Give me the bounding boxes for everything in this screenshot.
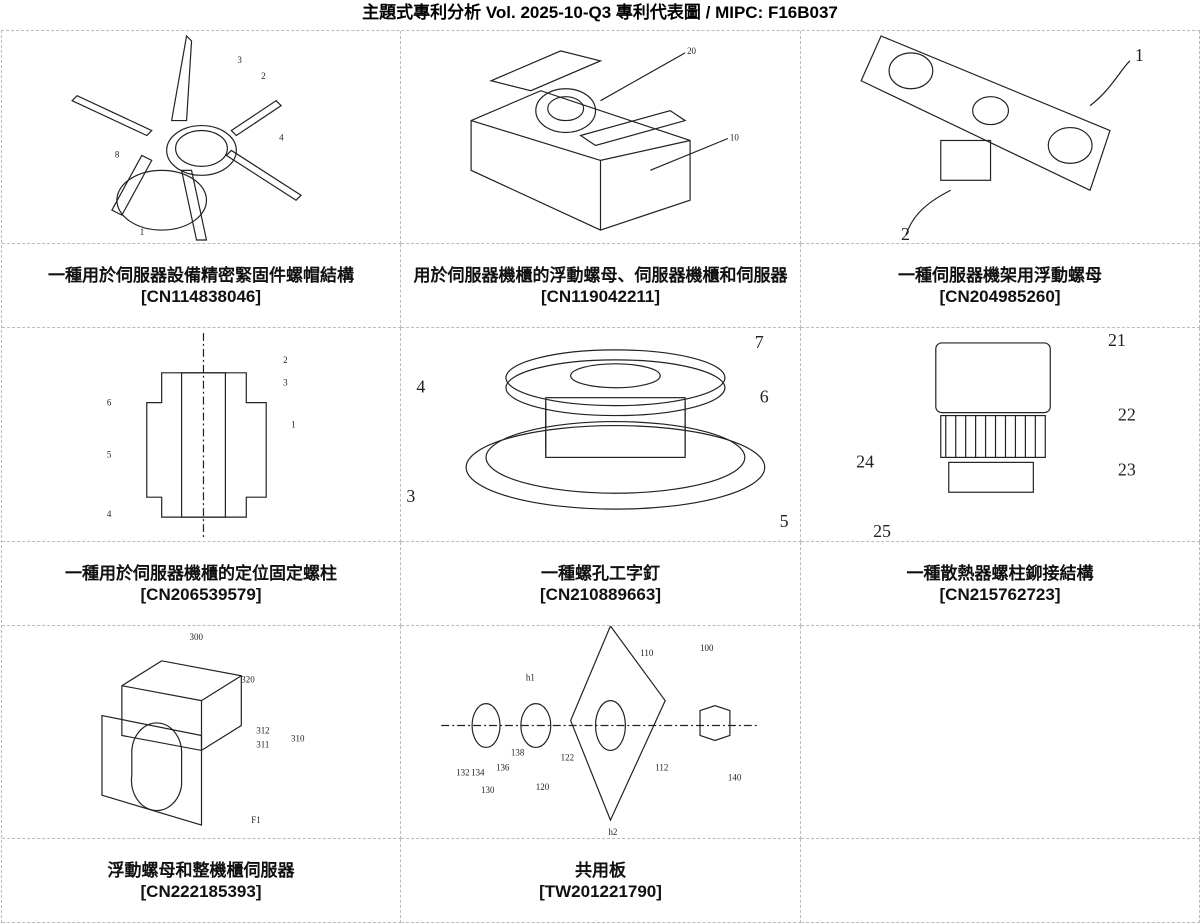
figure-callout: F1 bbox=[251, 815, 260, 825]
figure-callout: 100 bbox=[700, 643, 714, 653]
figure-callout: 110 bbox=[640, 648, 654, 658]
figure-callout: 136 bbox=[496, 762, 510, 772]
patent-title: 共用板 bbox=[575, 860, 626, 880]
patent-caption-3: 一種伺服器機架用浮動螺母[CN204985260] bbox=[801, 244, 1200, 328]
figure-callout: 4 bbox=[107, 509, 112, 519]
figure-callout: 300 bbox=[190, 632, 204, 642]
page-title: 主題式專利分析 Vol. 2025-10-Q3 專利代表圖 / MIPC: F1… bbox=[362, 3, 838, 22]
patent-figure-6: 21 22 24 23 25 bbox=[801, 328, 1200, 542]
patent-caption-1: 一種用於伺服器設備精密緊固件螺帽結構[CN114838046] bbox=[2, 244, 401, 328]
figure-callout: 23 bbox=[1118, 459, 1136, 479]
figure-callout: 140 bbox=[728, 772, 742, 782]
figure-callout: 1 bbox=[140, 227, 144, 237]
figure-callout: 132 bbox=[456, 767, 469, 777]
patent-title: 浮動螺母和整機櫃伺服器 bbox=[107, 860, 295, 880]
figure-callout: 5 bbox=[780, 511, 789, 531]
figure-callout: 311 bbox=[256, 739, 269, 749]
figure-callout: 3 bbox=[406, 486, 415, 506]
figure-callout: 120 bbox=[536, 782, 550, 792]
empty-cell bbox=[801, 839, 1200, 923]
figure-callout: h2 bbox=[608, 827, 617, 837]
patent-caption-7: 浮動螺母和整機櫃伺服器[CN222185393] bbox=[2, 839, 401, 923]
figure-callout: 20 bbox=[687, 46, 696, 56]
patent-caption-2: 用於伺服器機櫃的浮動螺母、伺服器機櫃和伺服器[CN119042211] bbox=[401, 244, 801, 328]
figure-callout: 7 bbox=[755, 332, 764, 352]
figure-callout: 134 bbox=[471, 767, 485, 777]
figure-callout: 10 bbox=[730, 132, 739, 142]
figure-callout: 5 bbox=[107, 449, 112, 459]
patent-caption-6: 一種散熱器螺柱鉚接結構[CN215762723] bbox=[801, 542, 1200, 626]
figure-callout: 8 bbox=[115, 149, 120, 159]
patent-number[interactable]: [CN204985260] bbox=[939, 286, 1061, 306]
figure-callout: 24 bbox=[856, 451, 874, 471]
patent-title: 一種用於伺服器機櫃的定位固定螺柱 bbox=[65, 563, 337, 583]
patent-caption-8: 共用板[TW201221790] bbox=[401, 839, 801, 923]
figure-callout: 112 bbox=[655, 762, 668, 772]
figure-callout: 2 bbox=[283, 355, 287, 365]
figure-callout: 6 bbox=[760, 387, 769, 407]
figure-callout: 6 bbox=[107, 398, 112, 408]
patent-number[interactable]: [CN222185393] bbox=[140, 881, 262, 901]
patent-title: 一種螺孔工字釘 bbox=[541, 563, 660, 583]
figure-callout: 312 bbox=[256, 725, 269, 735]
patent-figure-5: 7 4 6 3 5 bbox=[401, 328, 801, 542]
figure-callout: 3 bbox=[237, 55, 242, 65]
figure-callout: 310 bbox=[291, 733, 305, 743]
figure-callout: 320 bbox=[241, 675, 255, 685]
patent-number[interactable]: [CN206539579] bbox=[140, 584, 262, 604]
figure-callout: 22 bbox=[1118, 405, 1136, 425]
figure-callout: h1 bbox=[526, 673, 535, 683]
patent-title: 一種散熱器螺柱鉚接結構 bbox=[906, 563, 1094, 583]
empty-cell bbox=[801, 626, 1200, 839]
figure-callout: 138 bbox=[511, 747, 525, 757]
patent-title: 一種伺服器機架用浮動螺母 bbox=[898, 265, 1102, 285]
figure-callout: 3 bbox=[283, 378, 288, 388]
patent-caption-5: 一種螺孔工字釘[CN210889663] bbox=[401, 542, 801, 626]
figure-callout: 4 bbox=[416, 377, 425, 397]
figure-callout: 130 bbox=[481, 785, 495, 795]
figure-callout: 25 bbox=[873, 521, 891, 541]
patent-title: 一種用於伺服器設備精密緊固件螺帽結構 bbox=[48, 265, 354, 285]
figure-callout: 4 bbox=[279, 132, 284, 142]
patent-figure-1: 3 2 4 8 1 bbox=[2, 31, 401, 244]
patent-title: 用於伺服器機櫃的浮動螺母、伺服器機櫃和伺服器 bbox=[413, 265, 788, 285]
figure-callout: 1 bbox=[291, 420, 295, 430]
patent-caption-4: 一種用於伺服器機櫃的定位固定螺柱[CN206539579] bbox=[2, 542, 401, 626]
patent-number[interactable]: [CN119042211] bbox=[540, 286, 661, 306]
patent-number[interactable]: [CN215762723] bbox=[939, 584, 1061, 604]
figure-callout: 2 bbox=[901, 224, 910, 243]
figure-callout: 1 bbox=[1135, 45, 1144, 65]
patent-number[interactable]: [CN210889663] bbox=[540, 584, 661, 604]
patent-number[interactable]: [TW201221790] bbox=[539, 881, 662, 901]
patent-number[interactable]: [CN114838046] bbox=[140, 286, 262, 306]
figure-callout: 122 bbox=[561, 752, 574, 762]
figure-callout: 21 bbox=[1108, 330, 1126, 350]
patent-figure-4: 2 3 6 1 5 4 bbox=[2, 328, 401, 542]
figure-callout: 2 bbox=[261, 71, 265, 81]
